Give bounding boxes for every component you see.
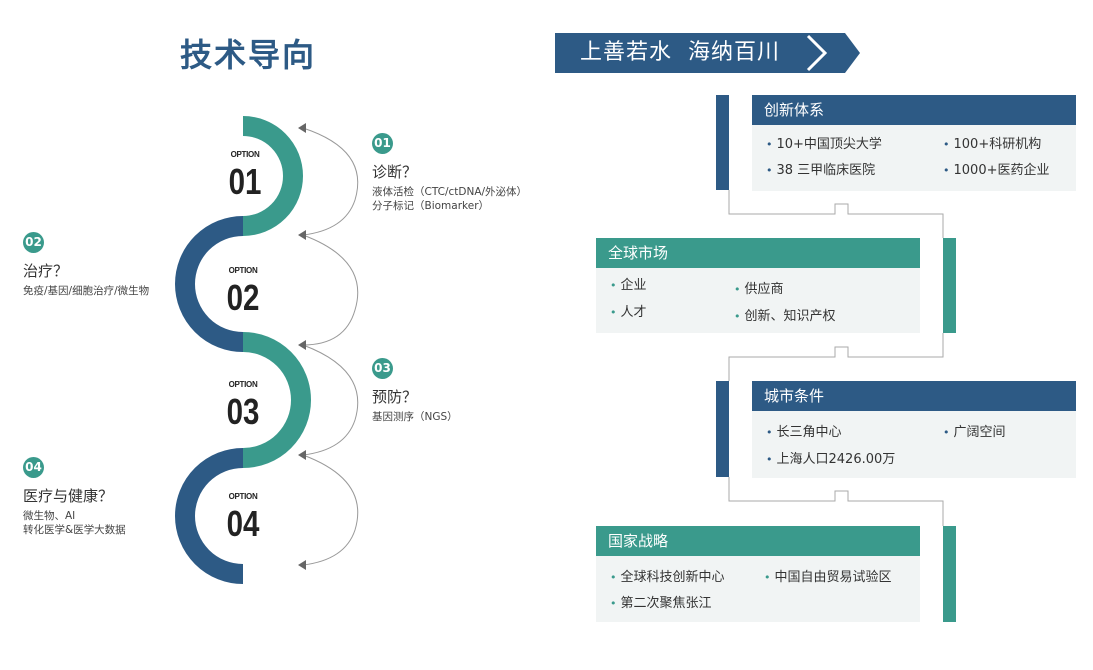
side-bar xyxy=(943,526,956,622)
side-bar xyxy=(716,381,729,477)
box-title: 国家战略 xyxy=(596,526,920,556)
box-title: 创新体系 xyxy=(752,95,1076,125)
connector-line xyxy=(728,190,944,238)
arrowhead-icon xyxy=(298,560,306,570)
side-bar xyxy=(943,238,956,333)
banner-title: 上善若水 海纳百川 xyxy=(580,40,780,65)
badge-04: 04 xyxy=(23,457,44,478)
arrowhead-icon xyxy=(298,450,306,460)
connector-line xyxy=(728,333,944,381)
item-healthcare: 04 医疗与健康？ 微生物、AI 转化医学&医学大数据 xyxy=(23,457,126,537)
arrowhead-icon xyxy=(298,340,306,350)
arrow-arc xyxy=(302,344,359,456)
arrowhead-icon xyxy=(298,230,306,240)
arc-01 xyxy=(242,116,303,236)
badge-02: 02 xyxy=(23,232,44,253)
badge-01: 01 xyxy=(372,133,393,154)
arrowhead-icon xyxy=(298,123,306,133)
chevron-right-icon xyxy=(806,34,828,72)
item-treatment: 02 治疗？ 免疫/基因/细胞治疗/微生物 xyxy=(23,232,149,298)
box-city-conditions: 城市条件 长三角中心 广阔空间 上海人口2426.00万 xyxy=(752,381,1076,478)
page-title: 技术导向 xyxy=(180,36,317,74)
arrow-arc xyxy=(302,234,359,346)
banner-shape xyxy=(555,33,860,73)
box-global-market: 全球市场 企业 供应商 人才 创新、知识产权 xyxy=(596,238,920,333)
side-bar xyxy=(716,95,729,190)
badge-03: 03 xyxy=(372,358,393,379)
arc-04 xyxy=(175,448,244,584)
item-prevention: 03 预防？ 基因测序（NGS） xyxy=(372,358,458,424)
box-national-strategy: 国家战略 全球科技创新中心 中国自由贸易试验区 第二次聚焦张江 xyxy=(596,526,920,622)
connector-line xyxy=(728,477,944,526)
arc-03 xyxy=(242,332,311,468)
box-title: 全球市场 xyxy=(596,238,920,268)
box-title: 城市条件 xyxy=(752,381,1076,411)
arrow-arc xyxy=(302,454,359,566)
box-innovation-system: 创新体系 10+中国顶尖大学 100+科研机构 38 三甲临床医院 1000+医… xyxy=(752,95,1076,191)
arrow-arc xyxy=(302,127,359,236)
item-diagnosis: 01 诊断？ 液体活检（CTC/ctDNA/外泌体） 分子标记（Biomarke… xyxy=(372,133,527,213)
arc-02 xyxy=(175,216,244,352)
